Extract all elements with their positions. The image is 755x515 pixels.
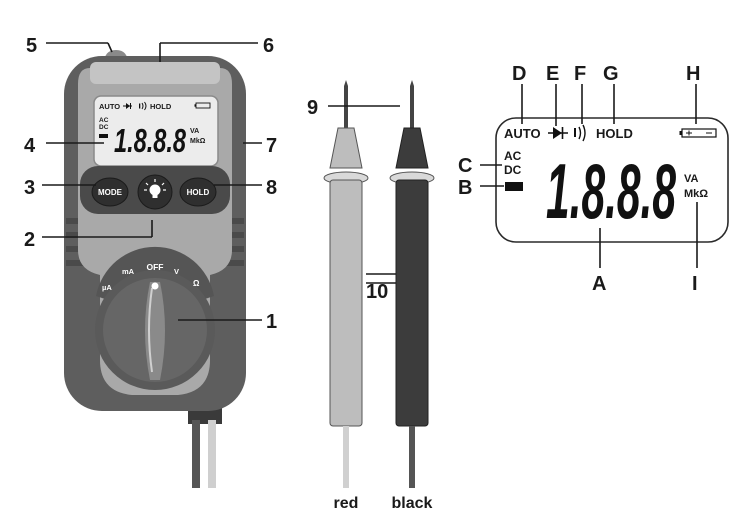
meter-callouts: 5 6 4 7 3 8 2 1 — [24, 35, 277, 333]
dial-grip — [145, 282, 165, 380]
callout-I: I — [692, 273, 698, 295]
callout-F: F — [574, 63, 586, 85]
lcd-battery-icon — [194, 102, 211, 109]
callout-H: H — [686, 63, 700, 85]
cable-red — [208, 420, 216, 488]
red-lead-label: red — [334, 495, 359, 512]
dial-v-label: V — [174, 267, 179, 276]
callout-B: B — [458, 177, 472, 199]
callout-D: D — [512, 63, 526, 85]
lcd-hold: HOLD — [150, 102, 172, 111]
lcd-ac: AC — [99, 117, 109, 124]
detail-unit-top: VA — [684, 173, 699, 185]
black-lead-label: black — [392, 495, 433, 512]
callout-9: 9 — [307, 97, 318, 119]
detail-auto: AUTO — [504, 126, 541, 141]
callout-3: 3 — [24, 177, 35, 199]
callout-6: 6 — [263, 35, 274, 57]
lcd-auto: AUTO — [99, 102, 120, 111]
dial-pointer — [151, 282, 159, 290]
top-band — [90, 62, 220, 84]
callout-C: C — [458, 155, 472, 177]
detail-dc: DC — [504, 163, 522, 177]
diode-icon — [548, 127, 568, 139]
callout-1: 1 — [266, 311, 277, 333]
red-probe — [323, 80, 369, 488]
callout-4: 4 — [24, 135, 36, 157]
lcd-digits: 1.8.8.8 — [114, 122, 186, 159]
detail-digits: 1.8.8.8 — [546, 147, 676, 235]
dial-ua-label: µA — [102, 283, 112, 292]
hold-button[interactable] — [179, 177, 217, 207]
test-leads: 9 10 red black — [307, 80, 435, 512]
mode-button-label: MODE — [98, 188, 123, 197]
cable-black — [192, 420, 200, 488]
dial-ma-label: mA — [122, 267, 135, 276]
callout-7: 7 — [266, 135, 277, 157]
callout-2: 2 — [24, 229, 35, 251]
detail-lcd-frame — [495, 117, 729, 243]
lcd-diode-icon — [123, 103, 132, 109]
detail-minus-sign — [505, 182, 523, 191]
lcd-beep-icon — [139, 101, 147, 111]
callout-8: 8 — [266, 177, 277, 199]
multimeter: AUTO HOLD AC DC 1.8.8.8 VA MkΩ MODE — [64, 50, 246, 488]
display-detail: AUTO HOLD AC DC 1.8.8.8 VA MkΩ — [458, 63, 729, 295]
lcd-unit-top: VA — [190, 128, 199, 135]
callout-A: A — [592, 273, 606, 295]
callout-10: 10 — [366, 281, 388, 303]
grip-ridges — [66, 218, 244, 266]
battery-icon — [679, 128, 717, 138]
lcd-unit-bottom: MkΩ — [190, 138, 206, 145]
black-probe — [389, 80, 435, 488]
hold-button-label: HOLD — [187, 188, 210, 197]
mode-button[interactable] — [91, 177, 129, 207]
lcd-dc: DC — [99, 124, 109, 131]
dial-grip-highlight — [148, 287, 153, 373]
callout-5: 5 — [26, 35, 37, 57]
detail-hold: HOLD — [596, 126, 633, 141]
detail-unit-bottom: MkΩ — [684, 188, 708, 200]
callout-E: E — [546, 63, 559, 85]
dial-ohm-label: Ω — [193, 279, 200, 288]
lightbulb-icon — [144, 179, 166, 198]
beep-icon — [574, 124, 586, 142]
callout-G: G — [603, 63, 619, 85]
lcd-minus-sign — [99, 134, 108, 138]
detail-ac: AC — [504, 149, 522, 163]
dial-off-label: OFF — [147, 262, 164, 272]
dial-range-arc — [96, 246, 214, 302]
